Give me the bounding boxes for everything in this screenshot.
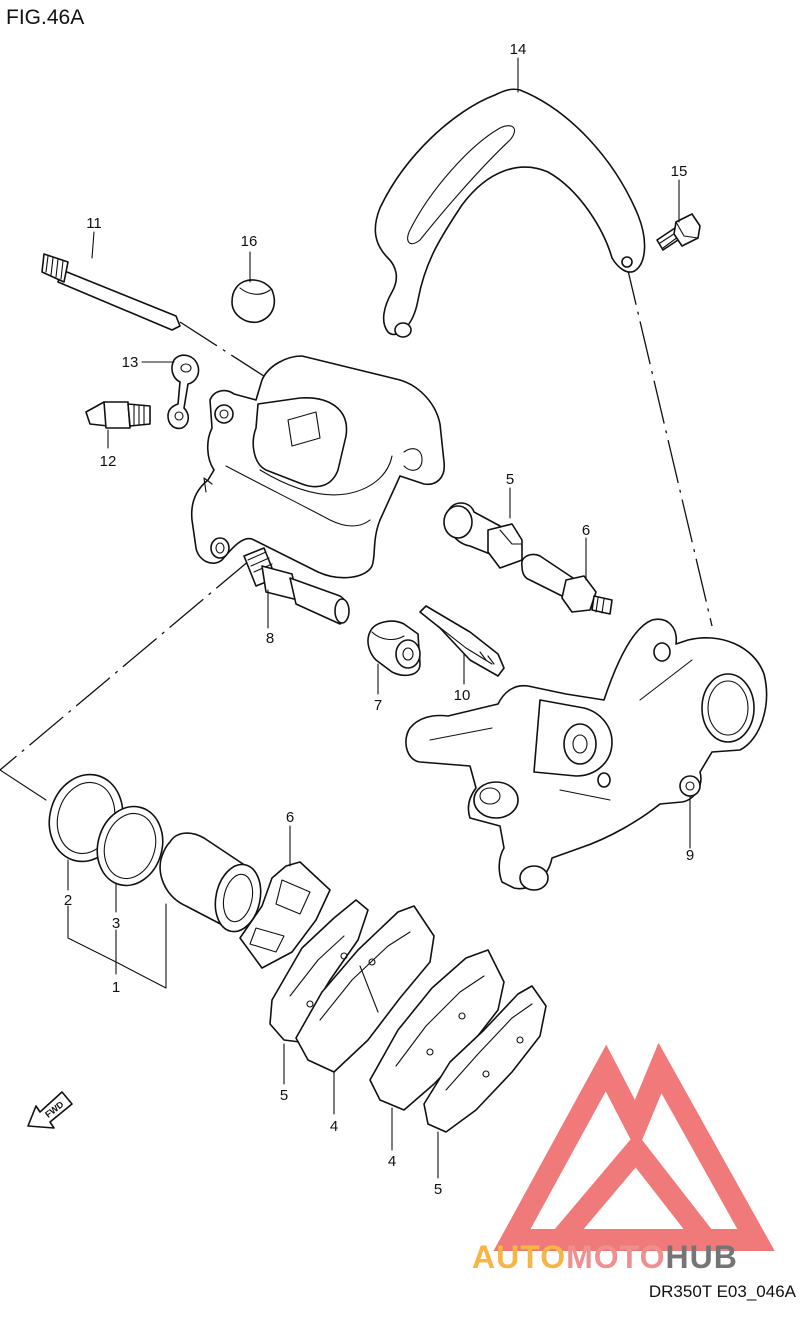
caliper-body	[190, 355, 446, 579]
watermark-word-auto: AUTO	[472, 1239, 566, 1275]
callout-8: 6	[582, 522, 590, 539]
callout-6: 6	[286, 809, 294, 826]
part-13-slide-pin	[41, 253, 181, 331]
watermark-word-moto: MOTO	[566, 1239, 665, 1275]
callout-17: 15	[671, 163, 688, 180]
callout-1: 1	[112, 979, 120, 996]
part-14-bleeder-valve	[85, 401, 151, 429]
callout-14: 12	[100, 453, 117, 470]
part-5-pad-spring-left	[269, 899, 369, 1043]
part-12-spring-clip	[419, 605, 505, 677]
part-15-bleeder-cap	[167, 354, 200, 430]
callout-11: 9	[686, 847, 694, 864]
callout-labels: 14 15 16 11 13 12 5 6 8 7 10 9 6 2 3 1 5…	[64, 41, 694, 1198]
callout-5-left: 5	[280, 1087, 288, 1104]
callout-2: 2	[64, 892, 72, 909]
part-8-bolt	[521, 553, 613, 615]
watermark-word-hub: HUB	[665, 1239, 737, 1275]
callout-5-right: 5	[434, 1181, 442, 1198]
part-1-piston	[159, 832, 262, 933]
callout-4-left: 4	[330, 1118, 338, 1135]
callout-15: 13	[122, 354, 139, 371]
callout-7: 5	[506, 471, 514, 488]
part-4-brake-pad-left	[295, 905, 435, 1073]
watermark-text: AUTOMOTOHUB	[472, 1239, 738, 1275]
part-16-bracket	[374, 88, 646, 338]
part-4-brake-pad-right	[369, 949, 505, 1111]
callout-3: 3	[112, 915, 120, 932]
watermark-triangle-icon	[493, 1042, 775, 1251]
watermark-logo: AUTOMOTOHUB	[472, 1042, 775, 1275]
callout-16: 14	[510, 41, 527, 58]
callout-18: 16	[241, 233, 258, 250]
part-11-caliper-holder	[405, 618, 768, 891]
leader-lines	[67, 57, 691, 1179]
callout-9: 7	[374, 697, 382, 714]
callout-4-right: 4	[388, 1153, 396, 1170]
figure-code: DR350T E03_046A	[649, 1282, 797, 1301]
callout-10: 8	[266, 630, 274, 647]
fwd-arrow-icon: FWD	[27, 1091, 73, 1129]
part-10-sleeve-bolt	[243, 547, 350, 625]
part-17-bolt	[656, 213, 701, 251]
figure-title: FIG.46A	[6, 6, 84, 29]
part-5-pad-spring-right	[423, 985, 547, 1133]
part-3-dust-seal	[96, 805, 164, 887]
part-9-boot	[367, 620, 421, 677]
part-6-pad-shim	[239, 861, 331, 969]
assembly-guide-lines	[0, 261, 713, 801]
callout-12: 10	[454, 687, 471, 704]
part-7-collar-bolt	[443, 502, 523, 569]
callout-13: 11	[86, 215, 102, 232]
part-18-cap	[231, 279, 276, 324]
